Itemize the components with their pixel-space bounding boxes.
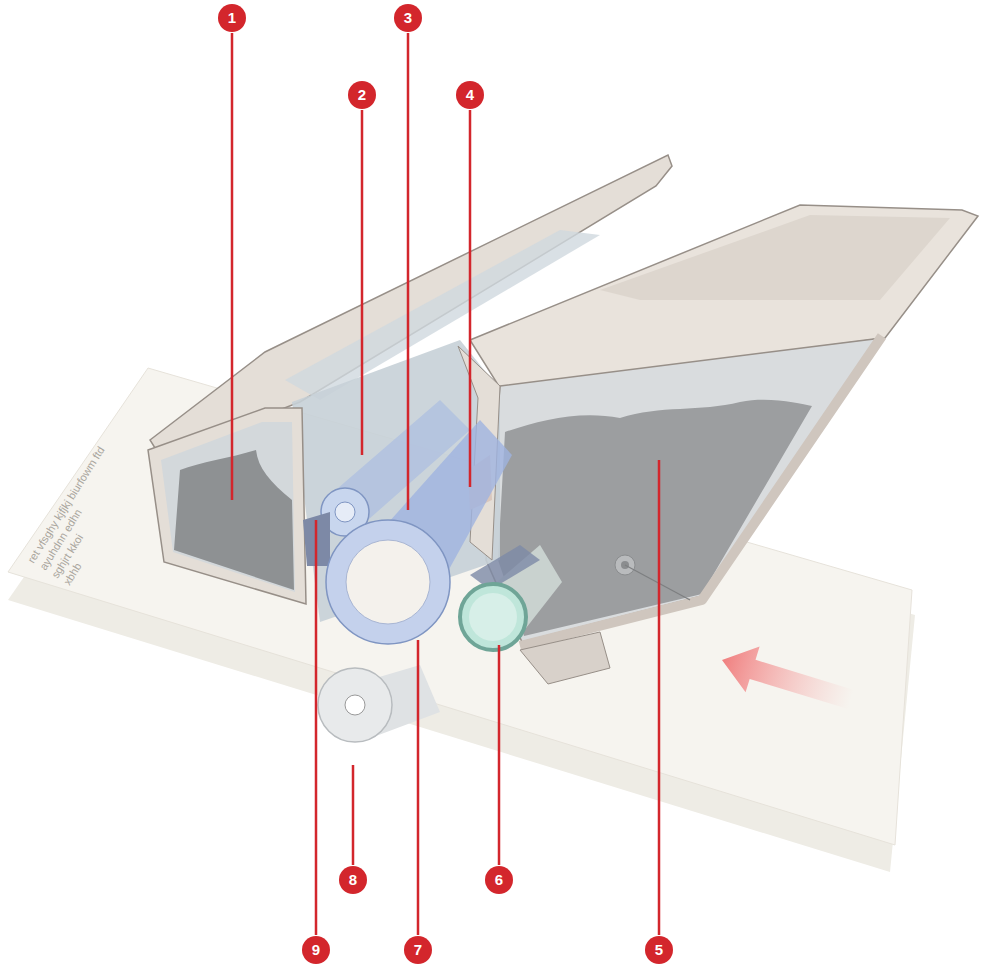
callout-number: 6 xyxy=(485,866,513,894)
feed-arrow xyxy=(715,637,858,722)
transfer-roller-end xyxy=(318,668,392,742)
developer-roller-end xyxy=(460,584,526,650)
callout-number: 5 xyxy=(645,936,673,964)
callout-number: 2 xyxy=(348,81,376,109)
leader-lines xyxy=(232,33,659,935)
leader-line xyxy=(407,33,410,510)
hopper-ridge xyxy=(600,215,950,300)
callout-number: 1 xyxy=(218,4,246,32)
leader-line xyxy=(417,640,420,935)
callout-number: 9 xyxy=(302,936,330,964)
callout-number: 8 xyxy=(339,866,367,894)
hopper-wall xyxy=(520,336,882,646)
developer-roller-hub xyxy=(469,593,517,641)
waste-bin-housing xyxy=(148,408,306,604)
hopper-flange xyxy=(520,632,610,684)
leader-line xyxy=(498,645,501,865)
leader-line xyxy=(469,110,472,487)
leader-line xyxy=(352,765,355,865)
leader-line xyxy=(361,110,364,455)
charge-roller-hub xyxy=(335,502,355,522)
callout-number: 7 xyxy=(404,936,432,964)
callout-number: 4 xyxy=(456,81,484,109)
doctor-blade xyxy=(470,545,540,590)
callout-number: 3 xyxy=(394,4,422,32)
waste-toner xyxy=(174,450,294,590)
agitator-wire xyxy=(625,565,690,600)
waste-bin-interior xyxy=(161,422,295,592)
leader-line xyxy=(315,520,318,935)
leader-line xyxy=(231,33,234,500)
drum-end xyxy=(326,520,450,644)
transfer-roller-hub xyxy=(345,695,365,715)
leader-line xyxy=(658,460,661,935)
drum-hub xyxy=(346,540,430,624)
